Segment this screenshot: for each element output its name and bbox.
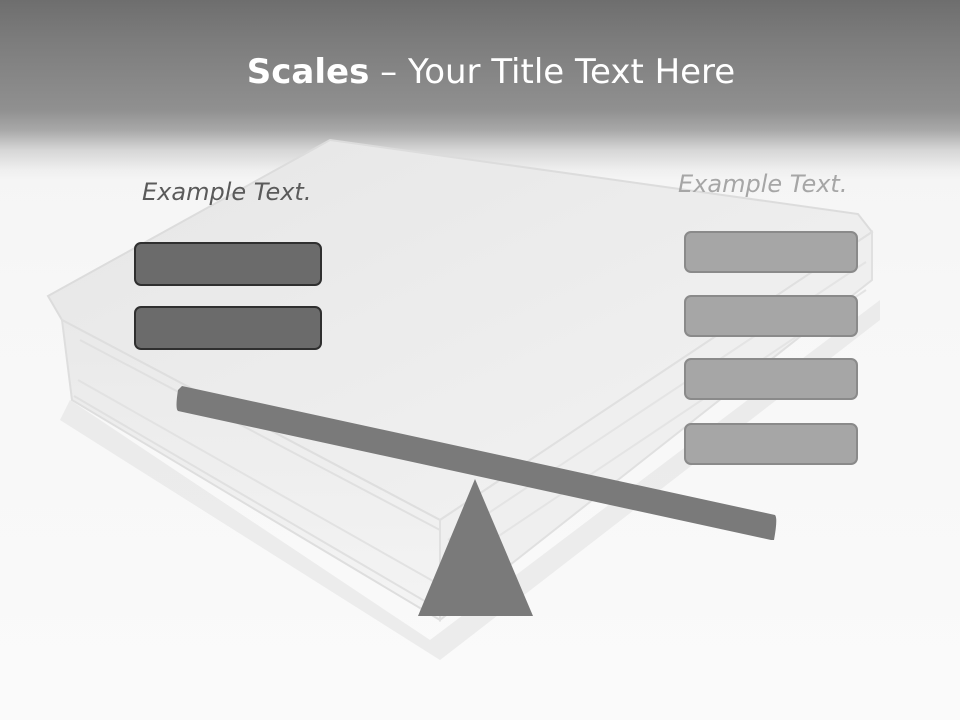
right-text-box-2[interactable]	[684, 295, 858, 337]
right-text-box-3[interactable]	[684, 358, 858, 400]
title-bold-word: Scales	[246, 52, 370, 92]
slide-title: Scales – Your Title Text Here	[0, 52, 960, 92]
right-text-box-4[interactable]	[684, 423, 858, 465]
scale-beam	[176, 386, 777, 540]
scale-fulcrum	[418, 479, 533, 616]
left-text-box-1[interactable]	[134, 242, 322, 286]
title-banner	[0, 0, 960, 180]
title-rest: – Your Title Text Here	[369, 52, 736, 92]
right-caption: Example Text.	[678, 170, 848, 198]
left-text-box-2[interactable]	[134, 306, 322, 350]
right-text-box-1[interactable]	[684, 231, 858, 273]
left-caption: Example Text.	[142, 178, 312, 206]
